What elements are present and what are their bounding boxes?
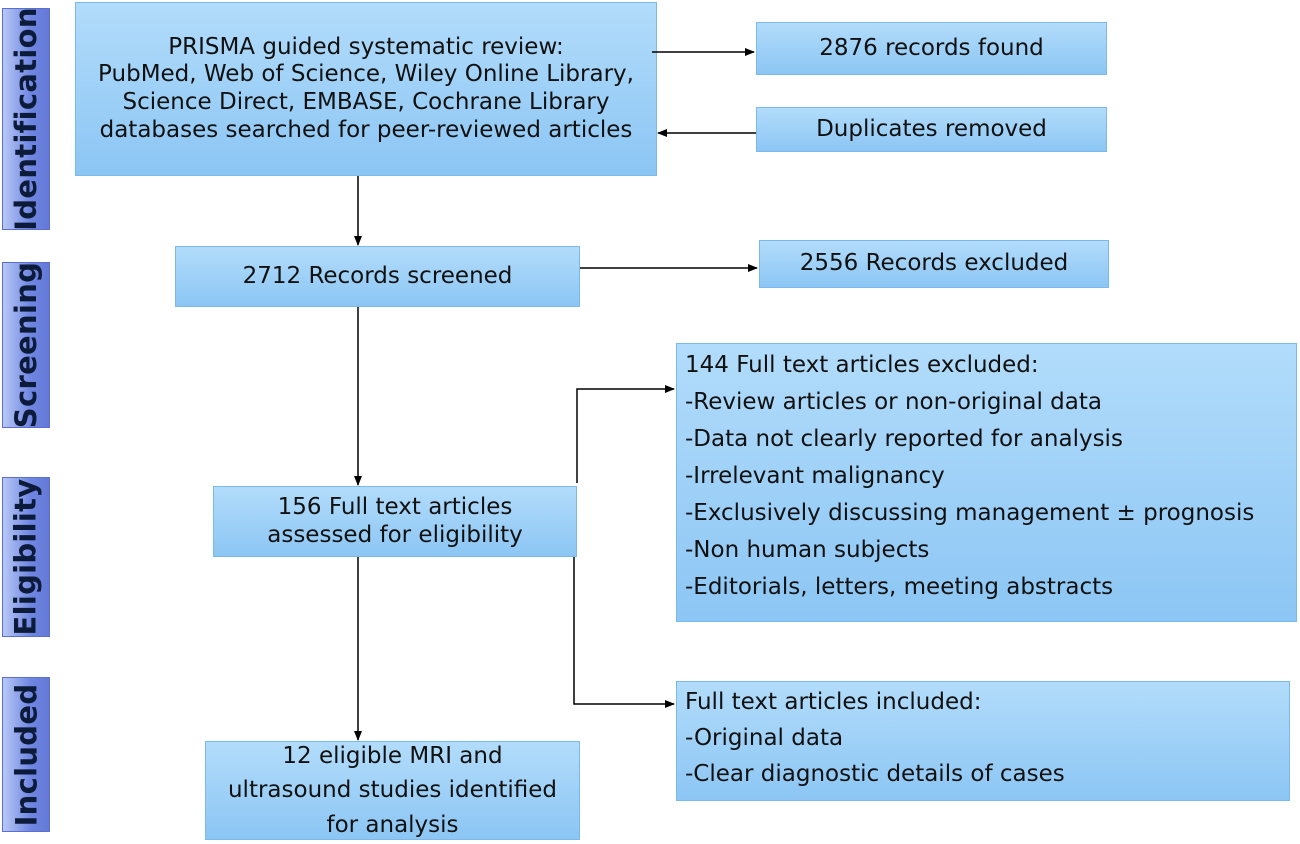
- excluded-reason: -Irrelevant malignancy: [685, 463, 945, 489]
- included-heading: Full text articles included:: [685, 689, 982, 715]
- excluded-reason: -Exclusively discussing management ± pro…: [685, 500, 1255, 526]
- stage-eligibility: Eligibility: [2, 477, 50, 637]
- duplicates-removed-text: Duplicates removed: [816, 115, 1047, 142]
- search-line: PRISMA guided systematic review:: [168, 33, 564, 60]
- records-screened-box: 2712 Records screened: [175, 246, 580, 307]
- assessed-eligibility-box: 156 Full text articles assessed for elig…: [213, 486, 577, 557]
- final-studies-box: 12 eligible MRI and ultrasound studies i…: [205, 741, 580, 840]
- records-found-box: 2876 records found: [756, 22, 1107, 75]
- fulltext-excluded-box: 144 Full text articles excluded: -Review…: [676, 343, 1297, 622]
- excluded-reason: -Review articles or non-original data: [685, 389, 1102, 415]
- final-line: 12 eligible MRI and: [282, 742, 503, 769]
- final-line: for analysis: [326, 811, 459, 838]
- arrow-to-fulltext-excluded: [576, 385, 675, 483]
- included-reason: -Original data: [685, 725, 844, 751]
- stage-included: Included: [2, 677, 50, 832]
- records-excluded-text: 2556 Records excluded: [799, 250, 1069, 277]
- fulltext-included-box: Full text articles included: -Original d…: [676, 681, 1290, 801]
- stage-screening: Screening: [2, 262, 50, 428]
- excluded-reason: -Data not clearly reported for analysis: [685, 426, 1123, 452]
- assessed-line: assessed for eligibility: [267, 521, 523, 548]
- duplicates-removed-box: Duplicates removed: [756, 107, 1107, 152]
- database-search-box: PRISMA guided systematic review: PubMed,…: [75, 2, 657, 176]
- records-excluded-box: 2556 Records excluded: [759, 240, 1109, 288]
- final-line: ultrasound studies identified: [227, 777, 558, 804]
- included-reason: -Clear diagnostic details of cases: [685, 761, 1065, 787]
- records-found-text: 2876 records found: [819, 34, 1044, 61]
- search-line: Science Direct, EMBASE, Cochrane Library: [122, 89, 610, 115]
- search-line: PubMed, Web of Science, Wiley Online Lib…: [98, 61, 634, 88]
- stage-identification: Identification: [2, 7, 50, 231]
- excluded-reason: -Editorials, letters, meeting abstracts: [685, 574, 1114, 600]
- records-screened-text: 2712 Records screened: [242, 262, 513, 289]
- arrow-to-fulltext-included: [573, 557, 675, 708]
- assessed-line: 156 Full text articles: [277, 493, 513, 520]
- excluded-heading: 144 Full text articles excluded:: [685, 352, 1039, 378]
- excluded-reason: -Non human subjects: [685, 537, 930, 563]
- search-line: databases searched for peer-reviewed art…: [99, 116, 633, 143]
